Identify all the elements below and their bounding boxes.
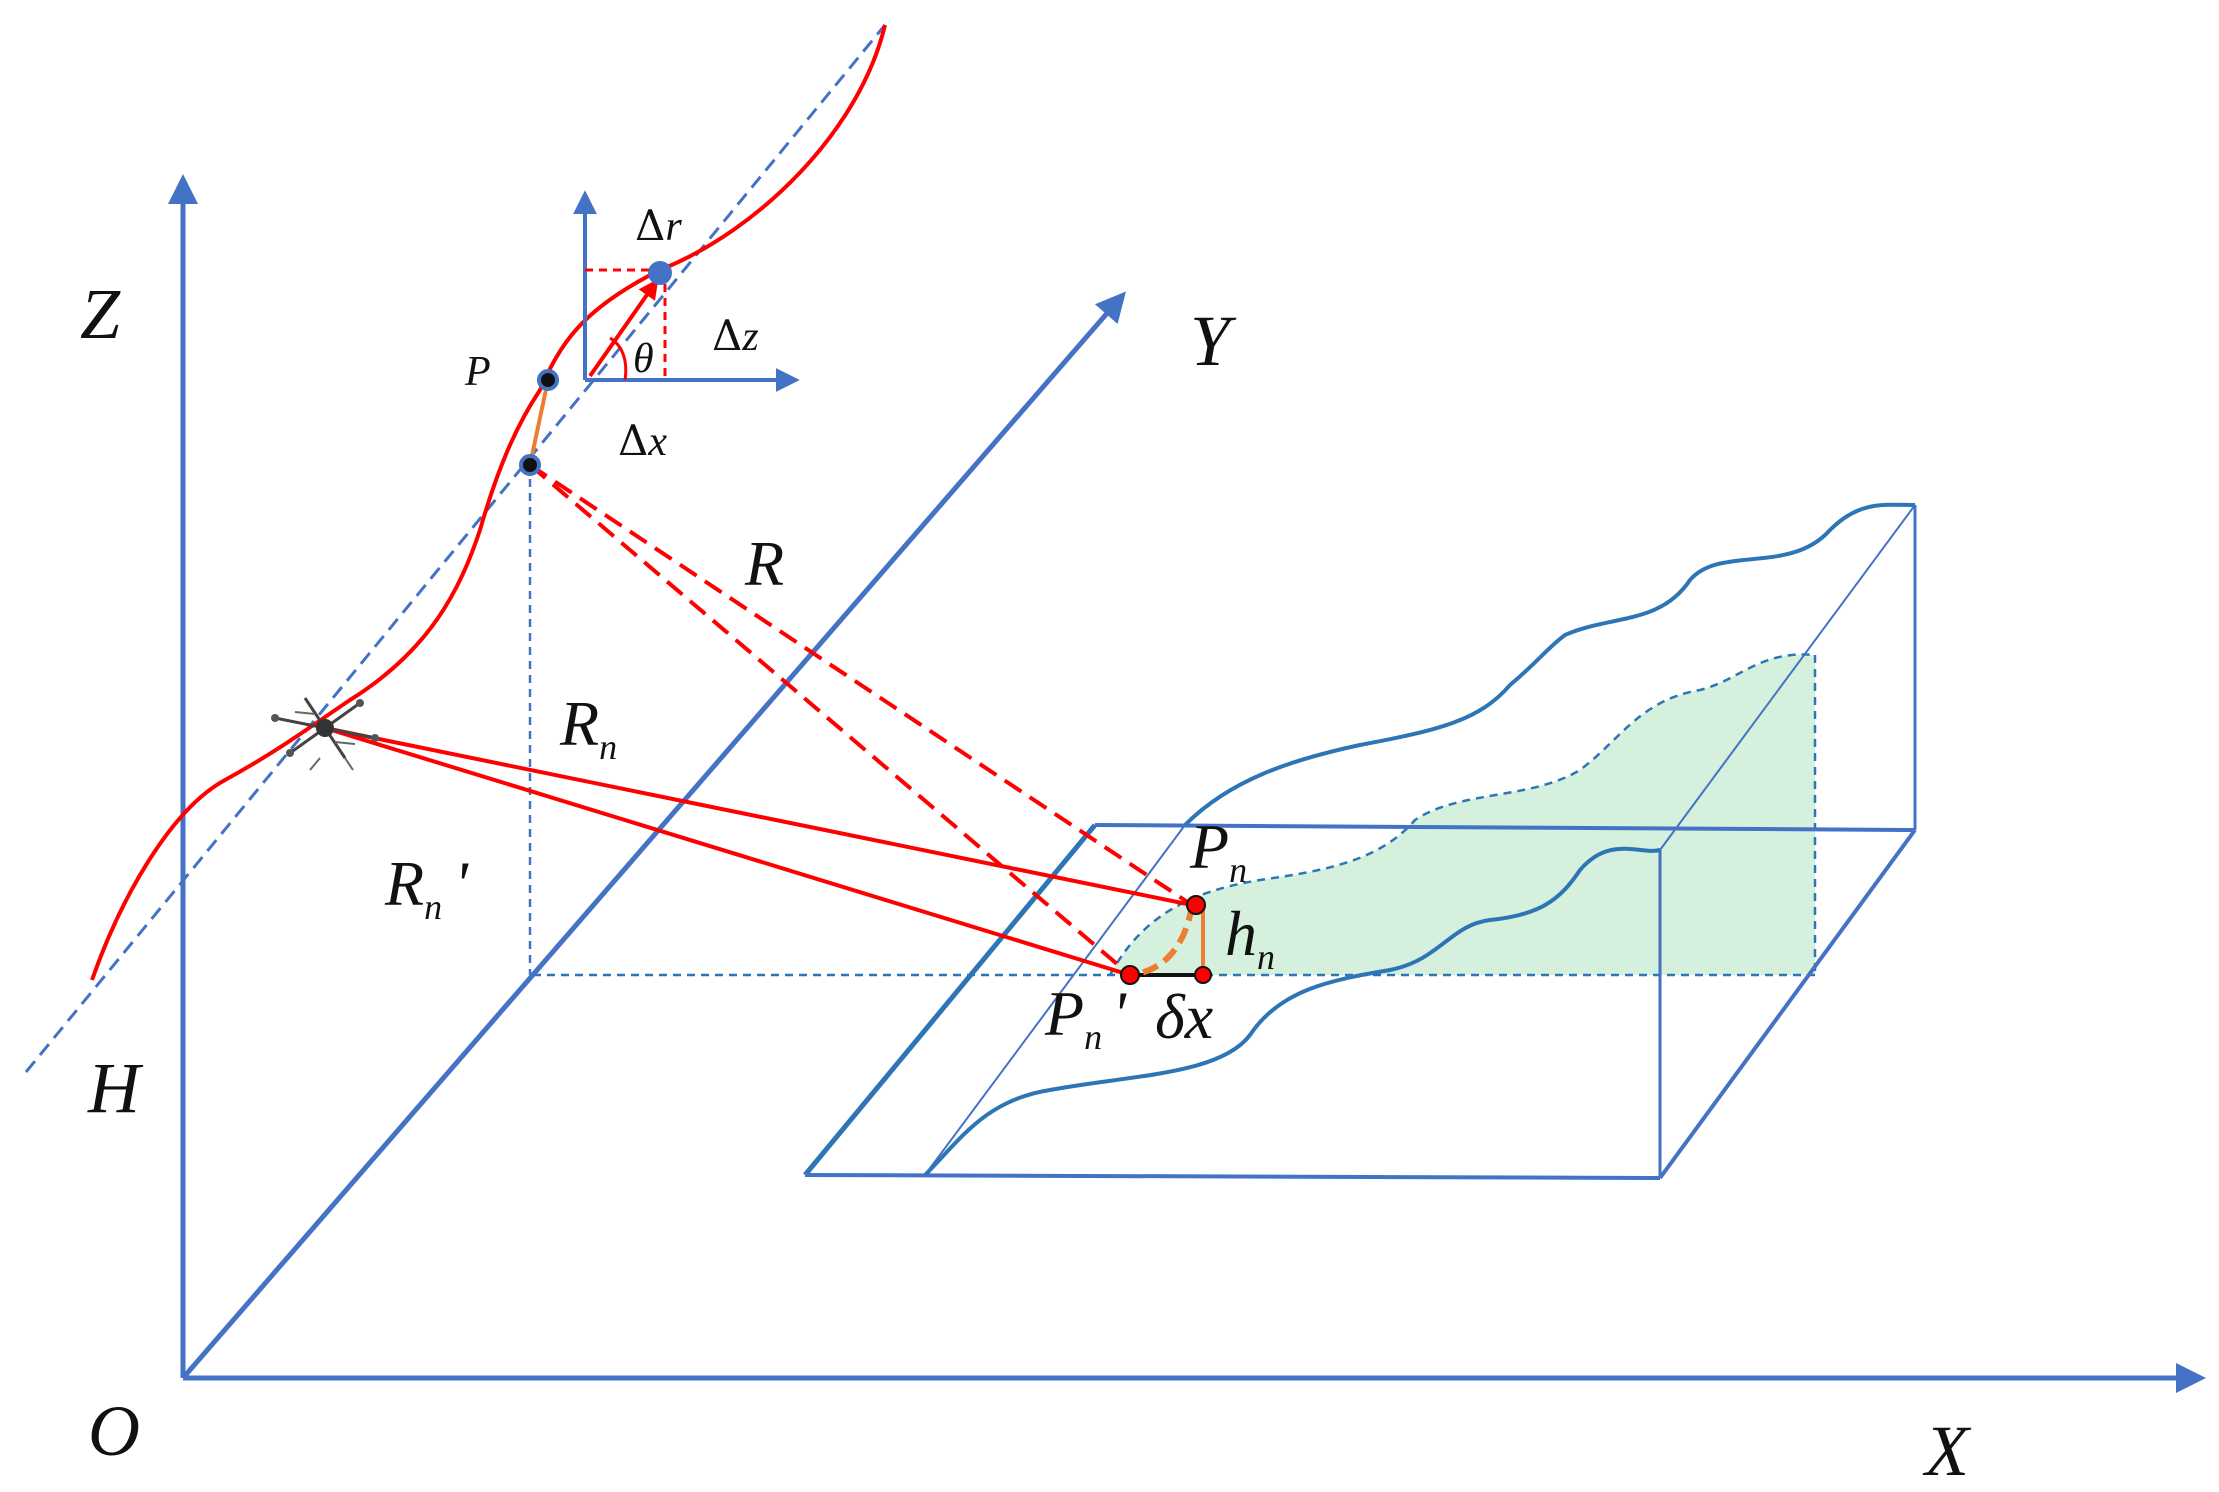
rn-subscript: n (599, 727, 617, 767)
dx-end-point (1194, 966, 1212, 984)
pn-prime-subscript: n (1084, 1017, 1102, 1057)
p-point (537, 369, 559, 391)
rn-main: R (559, 688, 599, 759)
inset-dr-symbol: Δ (635, 201, 665, 250)
trajectory (24, 24, 887, 1073)
hn-arc (1129, 904, 1195, 978)
wall-top-diagonal (1659, 504, 1916, 851)
y-axis-label: Y (1190, 301, 1237, 381)
inset-dr-arrow (588, 278, 659, 378)
terrain-block (533, 502, 1917, 1180)
inset-dz-var: z (741, 314, 758, 360)
base-back-edge (1094, 823, 1916, 832)
target-detail (1120, 895, 1212, 985)
pn-prime-point (1120, 965, 1140, 985)
pn-prime-mark: ' (1112, 978, 1127, 1049)
terrain-front-profile (923, 846, 1661, 1177)
base-right-edge (1658, 828, 1917, 1180)
delta-x-small-var: x (1184, 981, 1213, 1052)
inset-dx-symbol: Δ (618, 416, 648, 465)
pn-prime-main: P (1044, 978, 1084, 1049)
inset-theta-arc (609, 336, 628, 381)
range-r-dashed-1 (528, 463, 1194, 907)
pn-subscript: n (1229, 850, 1247, 890)
slant-range-label: R (744, 528, 784, 599)
pn-prime-label: Pn' (1044, 978, 1127, 1057)
height-label: H (87, 1048, 144, 1128)
inset-theta-label: θ (633, 336, 654, 382)
actual-flight-path (90, 24, 887, 981)
rn-prime-subscript: n (424, 887, 442, 927)
inner-diagonal (924, 824, 1186, 1176)
origin-label: O (88, 1391, 140, 1471)
rn-prime-label: Rn ' (384, 848, 469, 927)
range-rn-line (324, 726, 1193, 907)
rn-label: Rn (559, 688, 617, 767)
inset-dz-label: Δz (712, 311, 759, 360)
p-offset-segment (528, 379, 550, 466)
water-edge-dashed (1108, 653, 1816, 976)
range-rn-prime-line (324, 726, 1131, 977)
terrain-back-profile (1183, 502, 1916, 827)
water-surface (1110, 654, 1815, 975)
range-lines (324, 463, 1194, 977)
base-left-edge (803, 823, 1097, 1177)
y-axis (181, 291, 1126, 1380)
deviation-inset (573, 190, 800, 392)
range-r-dashed-2 (528, 463, 1132, 977)
z-axis-label: Z (80, 274, 121, 354)
hn-label: hn (1225, 898, 1275, 977)
p-label: P (464, 349, 491, 395)
pn-main: P (1189, 811, 1229, 882)
inset-dx-var: x (647, 419, 667, 465)
axes (168, 174, 2206, 1393)
ideal-track-dashed (24, 24, 887, 1073)
delta-x-small-label: δx (1155, 981, 1213, 1052)
inset-dx-label: Δx (618, 416, 667, 465)
inset-dr-var: r (665, 204, 682, 250)
delta-x-small-symbol: δ (1155, 981, 1186, 1052)
inset-dr-label: Δr (635, 201, 682, 250)
hn-subscript: n (1257, 937, 1275, 977)
drone-icon (271, 697, 379, 771)
x-axis-label: X (1922, 1411, 1972, 1491)
rn-prime-mark: ' (454, 848, 469, 919)
inset-dz-symbol: Δ (712, 311, 742, 360)
pn-label: Pn (1189, 811, 1247, 890)
inset-deviation-point (648, 261, 672, 285)
hn-main: h (1225, 898, 1257, 969)
pn-point (1186, 895, 1206, 915)
base-front-edge (804, 1173, 1661, 1180)
rn-prime-main: R (384, 848, 424, 919)
p-projection-point (519, 454, 541, 476)
